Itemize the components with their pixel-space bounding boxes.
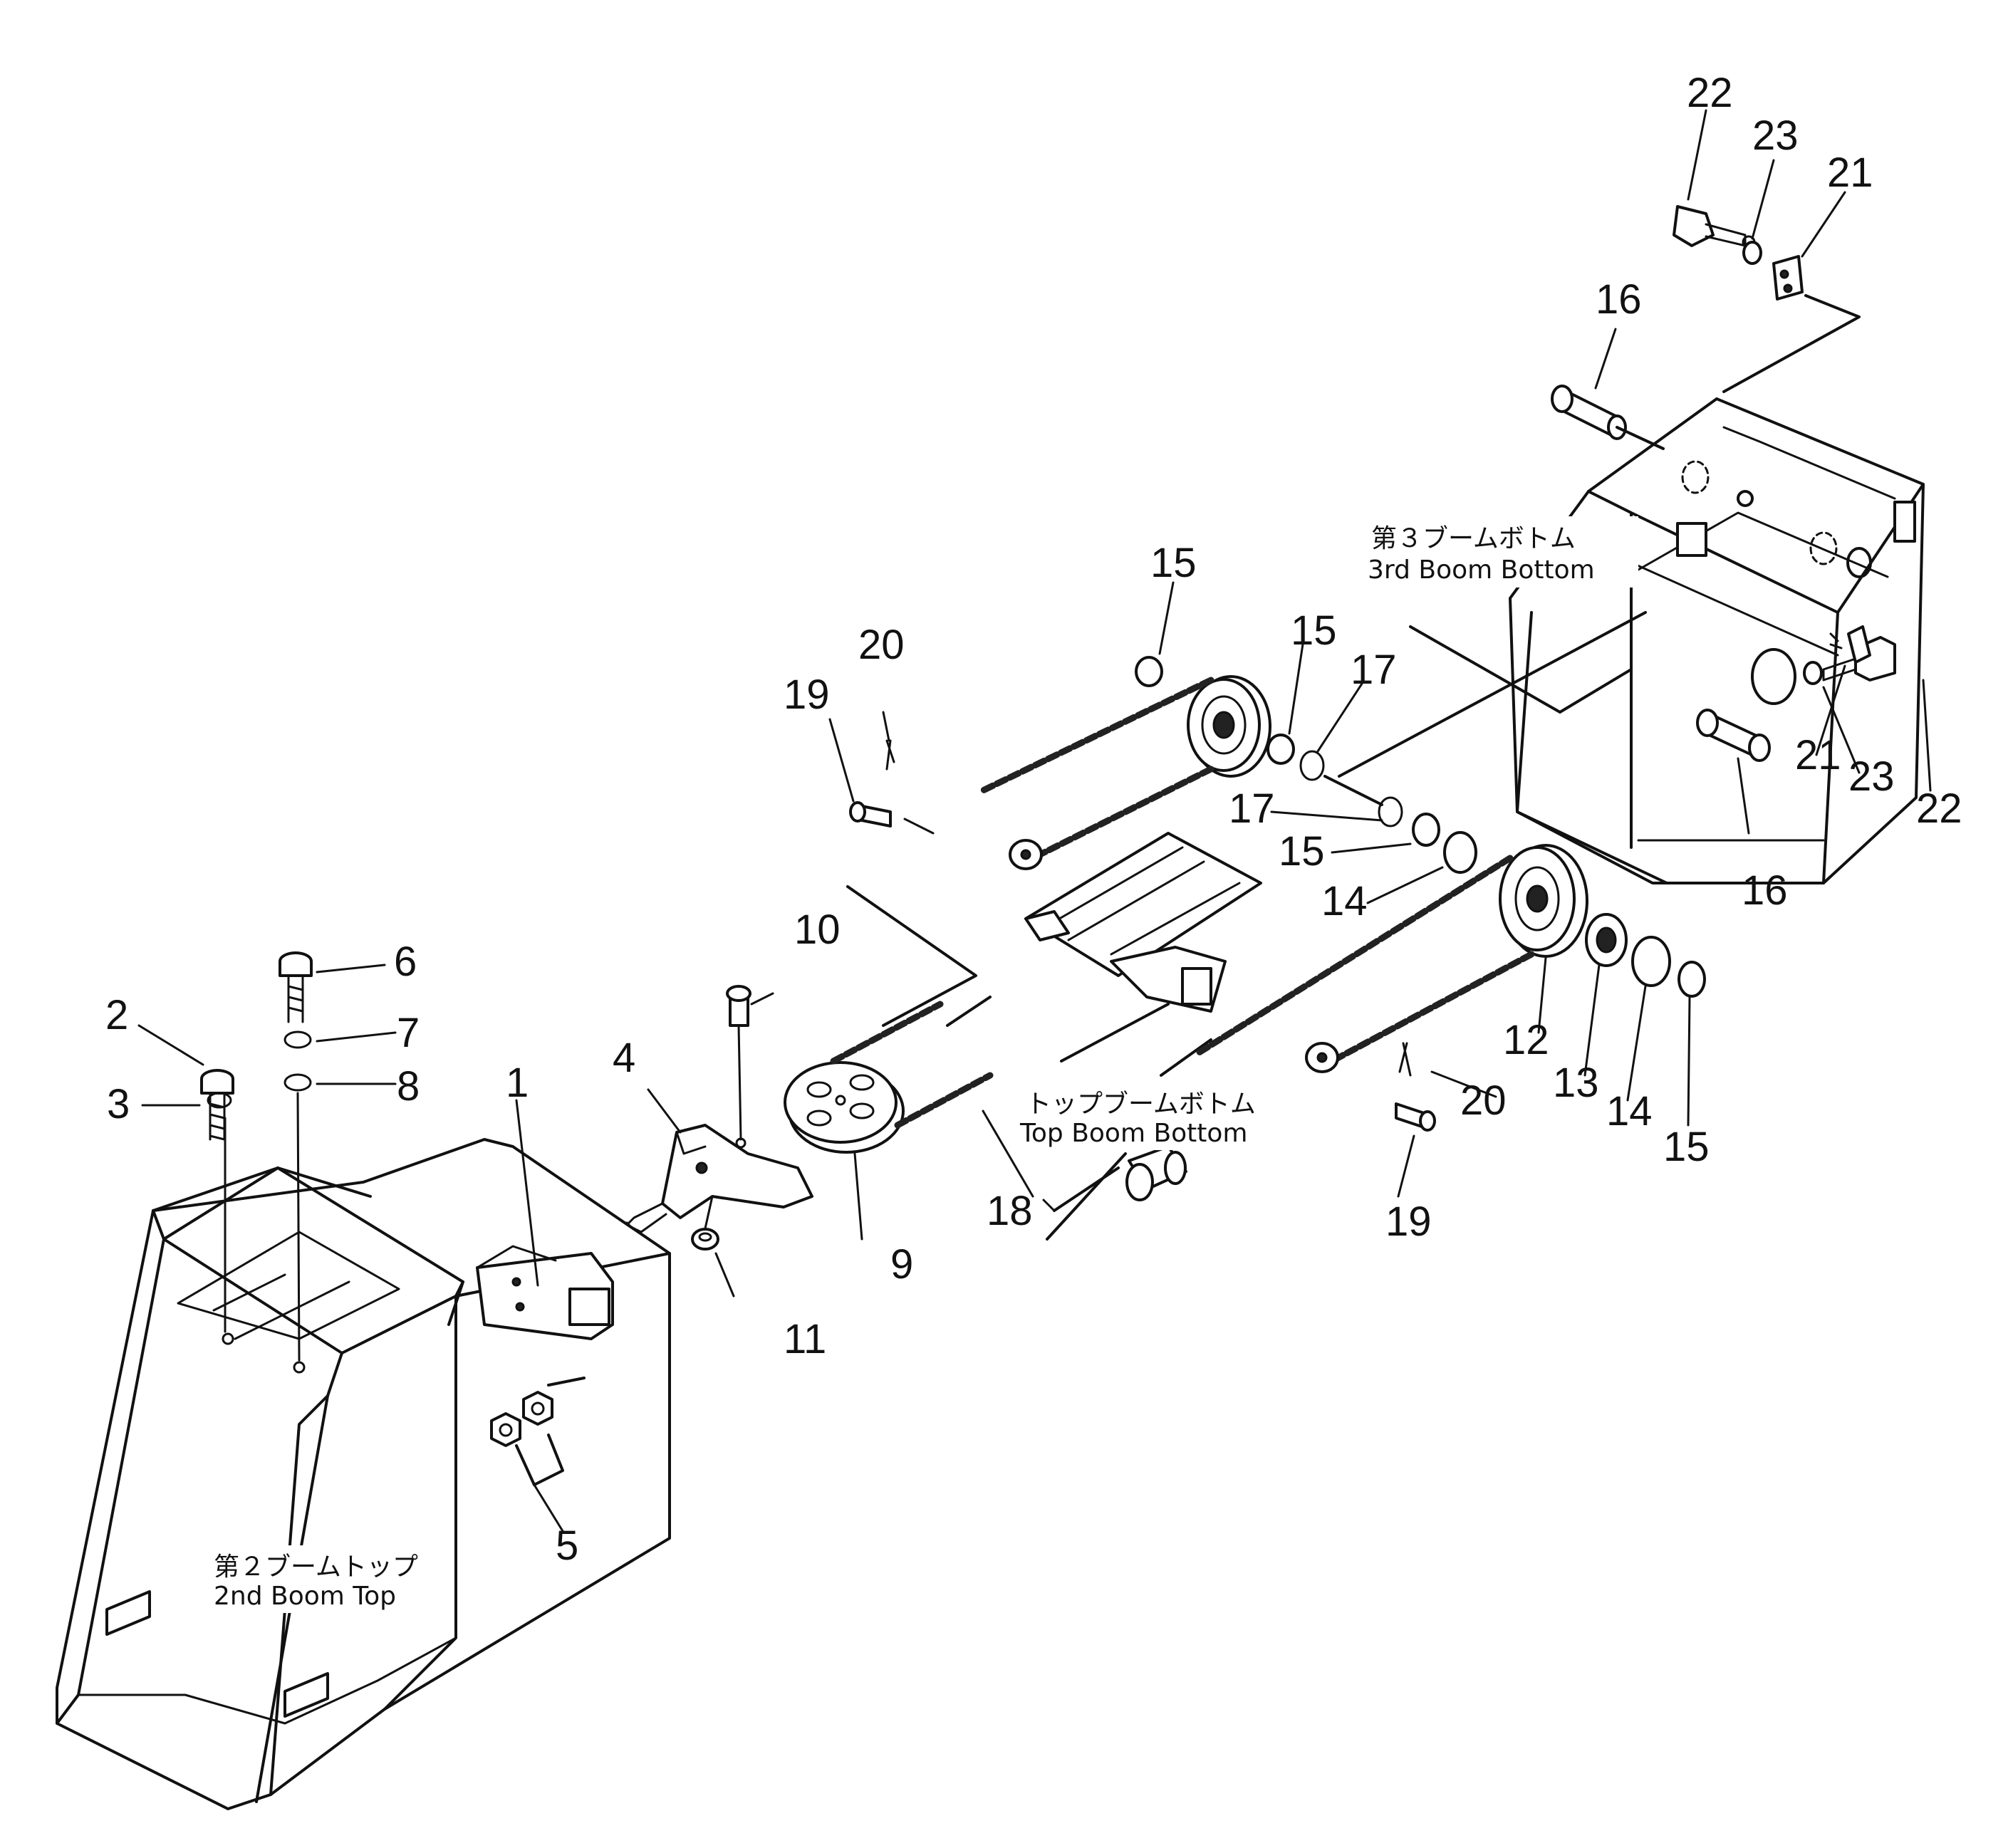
bolt-2 bbox=[200, 1069, 234, 1141]
ring-14b bbox=[1631, 936, 1671, 987]
top-boom-bottom-pin bbox=[1046, 1145, 1187, 1241]
part-10-label: 10 bbox=[794, 907, 841, 953]
part-2-label: 2 bbox=[105, 992, 128, 1038]
part-7-label: 7 bbox=[397, 1010, 420, 1056]
pin-clip-upper bbox=[849, 739, 935, 835]
part-4-label: 4 bbox=[613, 1035, 635, 1081]
ring-15b bbox=[1412, 813, 1440, 847]
part-9-label: 9 bbox=[890, 1241, 913, 1288]
pin-clip-lower bbox=[1395, 1042, 1436, 1132]
part-16-label: 16 bbox=[1742, 867, 1788, 914]
part-20-label: 20 bbox=[858, 622, 905, 668]
part-20-label: 20 bbox=[1460, 1077, 1507, 1124]
part-11-label: 11 bbox=[784, 1316, 826, 1362]
part-6-label: 6 bbox=[394, 939, 417, 985]
part-5-label: 5 bbox=[556, 1523, 578, 1569]
part-15-label: 15 bbox=[1150, 540, 1197, 586]
part-14-label: 14 bbox=[1606, 1088, 1653, 1134]
part-11-nut bbox=[691, 1228, 719, 1251]
top-boom-bottom-bracket bbox=[1024, 832, 1262, 1013]
upper-sheave bbox=[979, 675, 1271, 870]
top-boom-caption-jp: トップブームボトム bbox=[1026, 1090, 1256, 1119]
part-15-label: 15 bbox=[1279, 828, 1325, 875]
part-10-pin bbox=[726, 985, 751, 1027]
part-13-label: 13 bbox=[1553, 1060, 1599, 1106]
part-14-label: 14 bbox=[1321, 878, 1368, 924]
washer-7 bbox=[284, 1030, 312, 1049]
part-23-label: 23 bbox=[1752, 113, 1799, 159]
bolt-washer-plate-top bbox=[1673, 205, 1861, 393]
part-18-label: 18 bbox=[987, 1188, 1033, 1234]
part-21-label: 21 bbox=[1795, 732, 1841, 778]
part-22-label: 22 bbox=[1687, 70, 1733, 116]
leader-lines bbox=[137, 109, 1932, 1533]
part-16-label: 16 bbox=[1596, 276, 1642, 323]
part-23-label: 23 bbox=[1848, 753, 1895, 800]
ring-8 bbox=[284, 1073, 312, 1092]
second-boom-caption-en: 2nd Boom Top bbox=[214, 1582, 396, 1611]
part-3-label: 3 bbox=[107, 1081, 130, 1127]
part-19-label: 19 bbox=[1385, 1199, 1432, 1245]
part-22-label: 22 bbox=[1916, 785, 1962, 832]
part-15-label: 15 bbox=[1663, 1124, 1710, 1170]
ring-14a bbox=[1443, 831, 1477, 874]
part-21-label: 21 bbox=[1827, 150, 1873, 196]
captions: 第３ブームボトム 3rd Boom Bottom トップブームボトム Top B… bbox=[207, 516, 1638, 1613]
snap-ring-17a bbox=[1299, 750, 1325, 781]
pin-16-lower bbox=[1696, 709, 1771, 762]
lower-sheave bbox=[1193, 844, 1588, 1073]
part-1-label: 1 bbox=[506, 1060, 529, 1106]
part-17-label: 17 bbox=[1229, 785, 1275, 832]
bearing-13 bbox=[1585, 913, 1628, 967]
snap-ring-17b bbox=[1378, 796, 1403, 828]
bolt-washer-plate-right bbox=[1803, 625, 1896, 685]
part-12-label: 12 bbox=[1503, 1017, 1549, 1063]
second-boom-top-housing bbox=[56, 1138, 671, 1810]
bolt-6 bbox=[279, 951, 313, 1023]
front-sheave-9 bbox=[784, 1001, 994, 1154]
second-boom-caption-jp: 第２ブームトップ bbox=[214, 1552, 418, 1582]
third-boom-caption-jp: 第３ブームボトム bbox=[1371, 524, 1576, 553]
third-boom-caption-en: 3rd Boom Bottom bbox=[1368, 555, 1595, 585]
part-5-nuts bbox=[490, 1377, 586, 1486]
part-17-label: 17 bbox=[1351, 647, 1397, 693]
part-8-label: 8 bbox=[397, 1063, 420, 1110]
part-number-labels: 22 23 21 16 15 20 19 15 17 17 15 14 12 1… bbox=[105, 70, 1962, 1569]
pin-16-upper bbox=[1551, 385, 1665, 450]
part-19-label: 19 bbox=[784, 672, 830, 718]
ring-15-mid bbox=[1266, 734, 1295, 765]
washer-3 bbox=[207, 1092, 232, 1109]
top-boom-caption-en: Top Boom Bottom bbox=[1019, 1119, 1248, 1148]
ring-15-upper bbox=[1135, 656, 1163, 687]
ring-15c bbox=[1678, 961, 1706, 998]
part-15-label: 15 bbox=[1291, 607, 1337, 654]
